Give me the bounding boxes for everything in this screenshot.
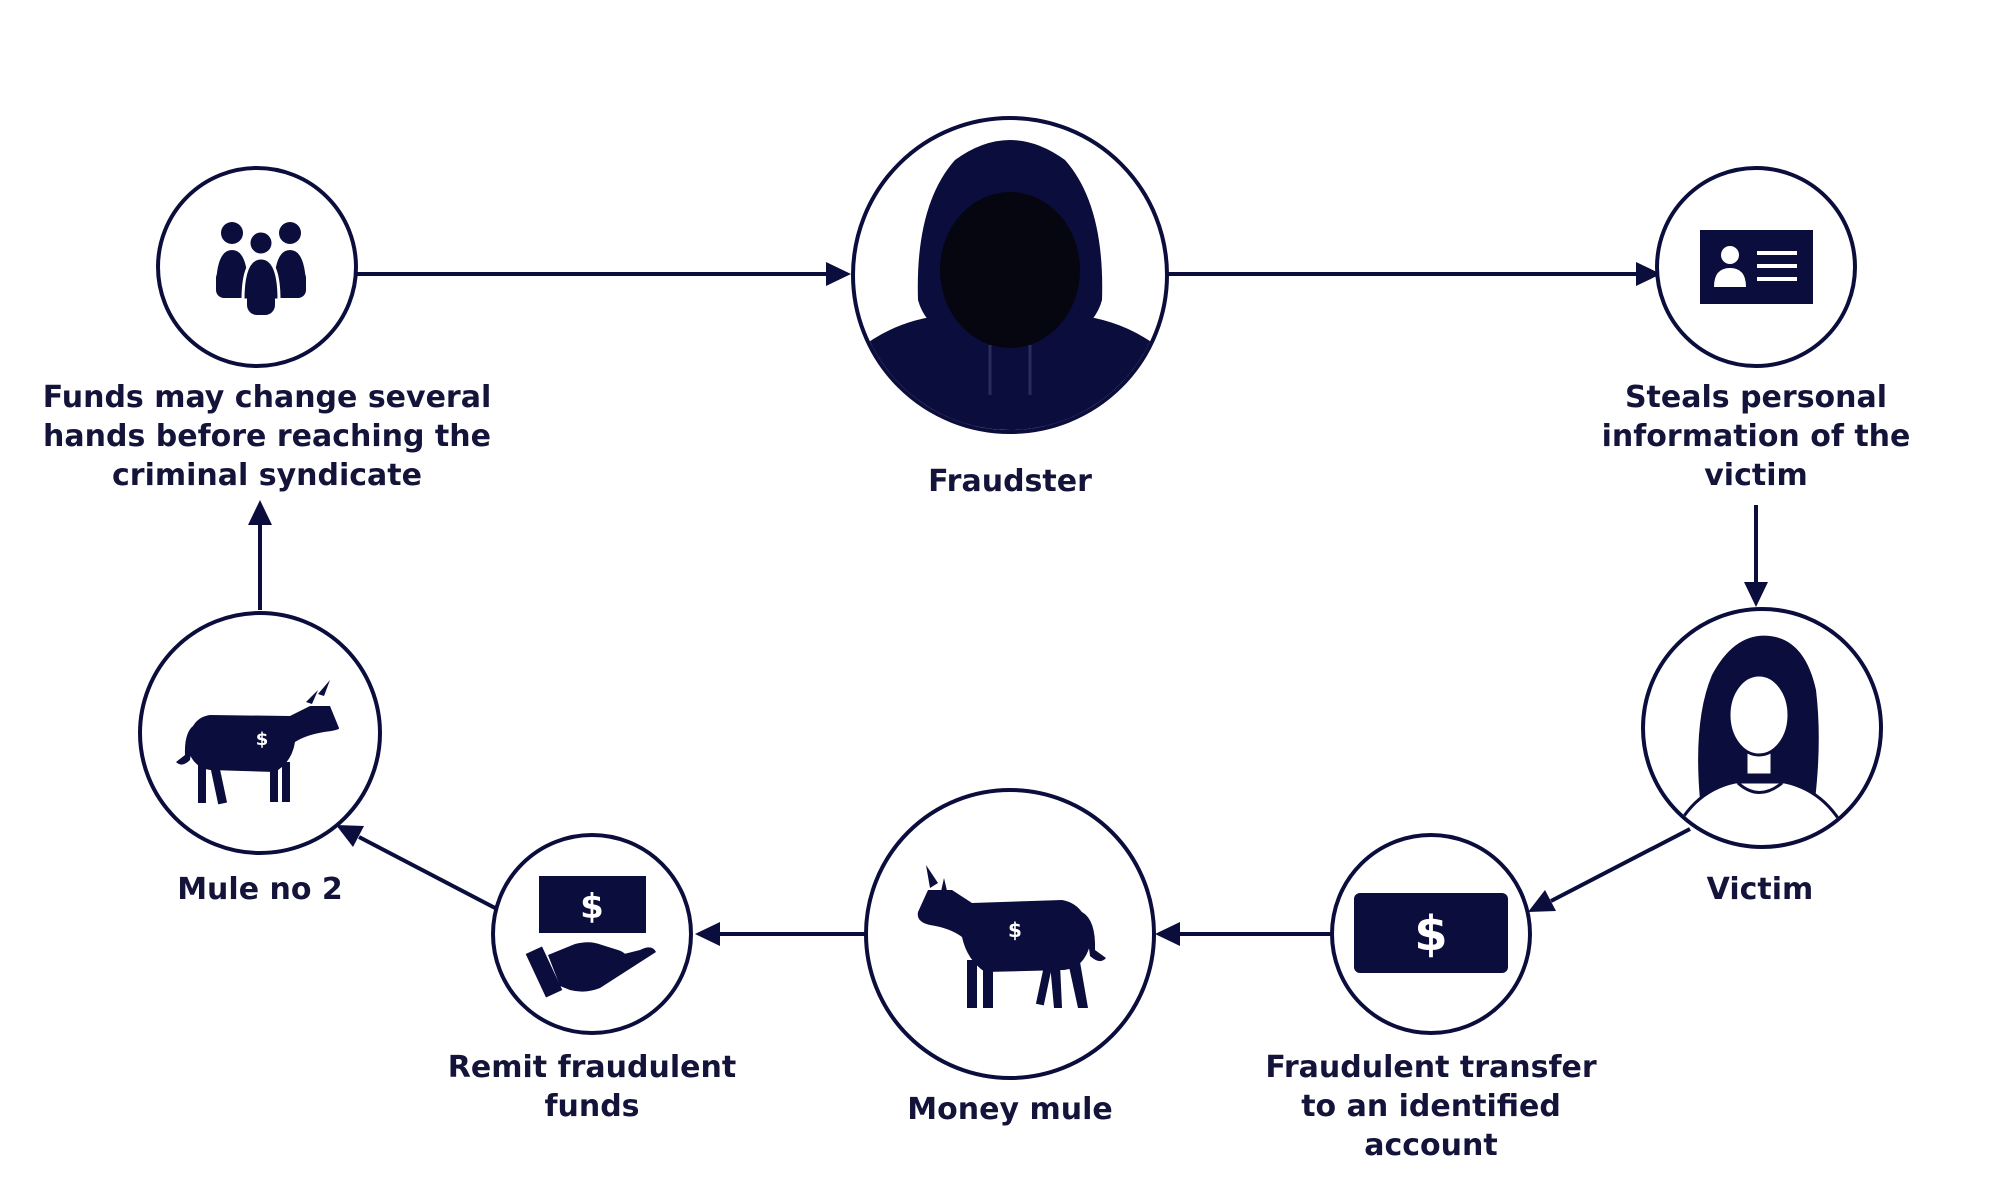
- label-funds-change: Funds may change several hands before re…: [42, 380, 492, 493]
- svg-text:$: $: [1414, 906, 1447, 962]
- node-mule-no2: $: [138, 611, 382, 855]
- edge-victim-to-transfer: [1528, 827, 1691, 912]
- woman-victim-icon: [1658, 635, 1864, 845]
- node-steals-info: [1655, 166, 1857, 368]
- node-funds-change: [156, 166, 358, 368]
- dollar-bill-icon: $: [1354, 893, 1508, 973]
- edge-fraudster-to-steals: [1168, 262, 1661, 286]
- group-of-people-icon: [216, 222, 306, 315]
- svg-text:$: $: [1008, 918, 1022, 942]
- svg-text:$: $: [256, 729, 269, 750]
- id-card-icon: [1700, 230, 1813, 304]
- node-transfer: $: [1330, 833, 1532, 1035]
- node-money-mule: $: [864, 788, 1156, 1080]
- label-steals-info: Steals personal information of the victi…: [1601, 380, 1911, 493]
- donkey-mule-icon: $: [176, 680, 340, 805]
- hand-with-money-icon: $: [525, 876, 656, 998]
- label-victim: Victim: [1706, 872, 1814, 907]
- node-remit: $: [491, 833, 693, 1035]
- label-transfer: Fraudulent transfer to an identified acc…: [1265, 1050, 1597, 1163]
- donkey-mule-icon: $: [917, 865, 1106, 1008]
- node-fraudster: [851, 116, 1169, 434]
- label-fraudster: Fraudster: [928, 464, 1092, 499]
- node-victim: [1641, 607, 1883, 849]
- edge-transfer-to-money-mule: [1155, 922, 1333, 946]
- edge-remit-to-mule-no2: [336, 825, 498, 911]
- edge-funds-to-fraudster: [357, 262, 851, 286]
- label-money-mule: Money mule: [907, 1092, 1113, 1127]
- edge-money-mule-to-remit: [695, 922, 866, 946]
- label-mule-no2: Mule no 2: [177, 872, 343, 907]
- edge-steals-to-victim: [1744, 505, 1768, 607]
- label-remit: Remit fraudulent funds: [447, 1050, 737, 1124]
- edge-mule-no2-to-funds: [248, 500, 272, 610]
- svg-text:$: $: [580, 887, 604, 927]
